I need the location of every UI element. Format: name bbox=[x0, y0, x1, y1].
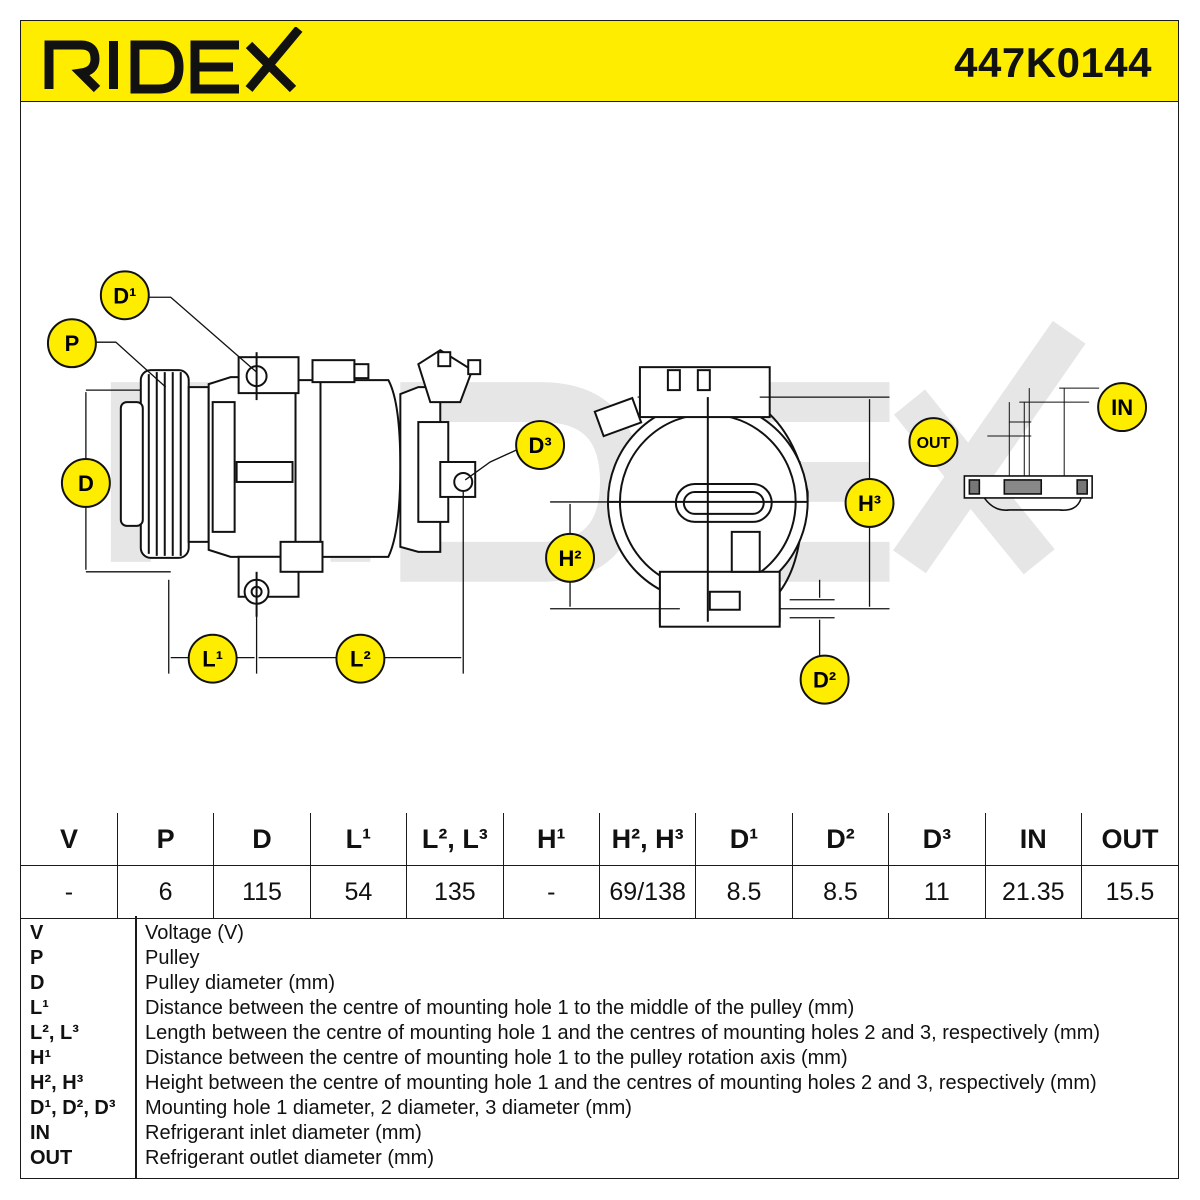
svg-text:D: D bbox=[78, 471, 94, 496]
technical-drawing: D¹ P D D³ L¹ L² H² H³ bbox=[46, 270, 1148, 705]
dimension-lines-rear bbox=[550, 396, 890, 662]
callout-d: D bbox=[60, 457, 111, 508]
product-sheet: 447K0144 bbox=[20, 20, 1179, 1179]
compressor-side-view bbox=[119, 349, 482, 617]
header-bar: 447K0144 bbox=[21, 21, 1178, 102]
spec-value-cell: 115 bbox=[213, 865, 311, 919]
spec-header-cell: L², L³ bbox=[406, 813, 504, 866]
spec-header-cell: D bbox=[213, 813, 311, 866]
callout-h3: H³ bbox=[844, 477, 895, 528]
svg-text:P: P bbox=[65, 331, 80, 356]
spec-value-cell: 8.5 bbox=[695, 865, 793, 919]
svg-text:H³: H³ bbox=[858, 491, 881, 516]
legend-text: Mounting hole 1 diameter, 2 diameter, 3 … bbox=[145, 1097, 632, 1119]
part-number: 447K0144 bbox=[954, 39, 1152, 86]
legend-text: Height between the centre of mounting ho… bbox=[145, 1072, 1097, 1094]
callout-p: P bbox=[46, 318, 97, 369]
spec-value-cell: - bbox=[21, 865, 118, 919]
legend-key: P bbox=[30, 947, 44, 969]
spec-value-cell: 54 bbox=[309, 865, 408, 919]
legend-key: L², L³ bbox=[30, 1022, 79, 1044]
spec-value-cell: 6 bbox=[116, 865, 215, 919]
legend: V Voltage (V) P Pulley D Pulley diameter… bbox=[21, 916, 1178, 1178]
legend-row: L², L³ Length between the centre of moun… bbox=[21, 1022, 1178, 1047]
svg-text:IN: IN bbox=[1111, 395, 1133, 420]
legend-key: D¹, D², D³ bbox=[30, 1097, 116, 1119]
callout-h2: H² bbox=[545, 532, 596, 583]
spec-value-cell: 21.35 bbox=[984, 865, 1082, 919]
legend-row: OUT Refrigerant outlet diameter (mm) bbox=[21, 1147, 1178, 1172]
spec-header-cell: H², H³ bbox=[598, 813, 697, 866]
spec-value-cell: 15.5 bbox=[1080, 865, 1178, 919]
legend-text: Refrigerant outlet diameter (mm) bbox=[145, 1147, 434, 1169]
legend-row: L¹ Distance between the centre of mounti… bbox=[21, 997, 1178, 1022]
svg-text:D³: D³ bbox=[529, 433, 552, 458]
legend-row: D¹, D², D³ Mounting hole 1 diameter, 2 d… bbox=[21, 1097, 1178, 1122]
spec-value-row: - 6 115 54 135 - 69/138 8.5 8.5 11 21.35… bbox=[21, 865, 1178, 919]
legend-text: Pulley bbox=[145, 947, 200, 969]
spec-header-cell: D¹ bbox=[695, 813, 793, 866]
spec-value-cell: 135 bbox=[406, 865, 504, 919]
callout-d3: D³ bbox=[515, 420, 566, 470]
legend-key: D bbox=[30, 972, 45, 994]
callout-out: OUT bbox=[908, 417, 959, 467]
spec-header-cell: L¹ bbox=[309, 813, 408, 866]
svg-text:D²: D² bbox=[813, 668, 836, 693]
callout-d1: D¹ bbox=[99, 270, 150, 321]
spec-value-cell: 11 bbox=[888, 865, 986, 919]
compressor-rear-view bbox=[593, 366, 809, 628]
dimension-lines-side bbox=[85, 296, 526, 674]
legend-text: Distance between the centre of mounting … bbox=[145, 997, 855, 1019]
legend-key: H², H³ bbox=[30, 1072, 84, 1094]
legend-row: H¹ Distance between the centre of mounti… bbox=[21, 1047, 1178, 1072]
legend-row: IN Refrigerant inlet diameter (mm) bbox=[21, 1122, 1178, 1147]
spec-header-cell: OUT bbox=[1080, 813, 1178, 866]
port-section-view bbox=[963, 387, 1100, 511]
spec-value-cell: 8.5 bbox=[791, 865, 890, 919]
spec-header-cell: IN bbox=[984, 813, 1082, 866]
legend-key: V bbox=[30, 922, 44, 944]
spec-header-row: V P D L¹ L², L³ H¹ H², H³ D¹ D² D³ IN OU… bbox=[21, 813, 1178, 866]
legend-divider bbox=[135, 916, 137, 1178]
spec-header-cell: H¹ bbox=[502, 813, 600, 866]
spec-header-cell: D² bbox=[791, 813, 890, 866]
legend-row: V Voltage (V) bbox=[21, 922, 1178, 947]
spec-header-cell: V bbox=[21, 813, 118, 866]
spec-table: V P D L¹ L², L³ H¹ H², H³ D¹ D² D³ IN OU… bbox=[21, 813, 1178, 919]
callout-d2: D² bbox=[799, 654, 850, 705]
legend-text: Refrigerant inlet diameter (mm) bbox=[145, 1122, 422, 1144]
legend-text: Pulley diameter (mm) bbox=[145, 972, 336, 994]
callout-in: IN bbox=[1097, 382, 1148, 433]
legend-text: Distance between the centre of mounting … bbox=[145, 1047, 848, 1069]
legend-row: P Pulley bbox=[21, 947, 1178, 972]
legend-row: D Pulley diameter (mm) bbox=[21, 972, 1178, 997]
legend-row: H², H³ Height between the centre of moun… bbox=[21, 1072, 1178, 1097]
svg-text:L²: L² bbox=[350, 647, 371, 672]
legend-text: Length between the centre of mounting ho… bbox=[145, 1022, 1101, 1044]
svg-text:L¹: L¹ bbox=[202, 647, 223, 672]
spec-header-cell: P bbox=[116, 813, 215, 866]
spec-value-cell: 69/138 bbox=[598, 865, 697, 919]
legend-key: L¹ bbox=[30, 997, 49, 1019]
legend-key: OUT bbox=[30, 1147, 73, 1169]
svg-text:OUT: OUT bbox=[917, 435, 951, 452]
spec-header-cell: D³ bbox=[888, 813, 986, 866]
legend-text: Voltage (V) bbox=[145, 922, 244, 944]
callout-l1: L¹ bbox=[187, 633, 238, 684]
legend-key: H¹ bbox=[30, 1047, 52, 1069]
spec-value-cell: - bbox=[502, 865, 600, 919]
brand-logo bbox=[44, 27, 303, 94]
callout-l2: L² bbox=[335, 633, 386, 684]
legend-key: IN bbox=[30, 1122, 50, 1144]
svg-text:H²: H² bbox=[558, 546, 581, 571]
svg-text:D¹: D¹ bbox=[113, 283, 136, 308]
